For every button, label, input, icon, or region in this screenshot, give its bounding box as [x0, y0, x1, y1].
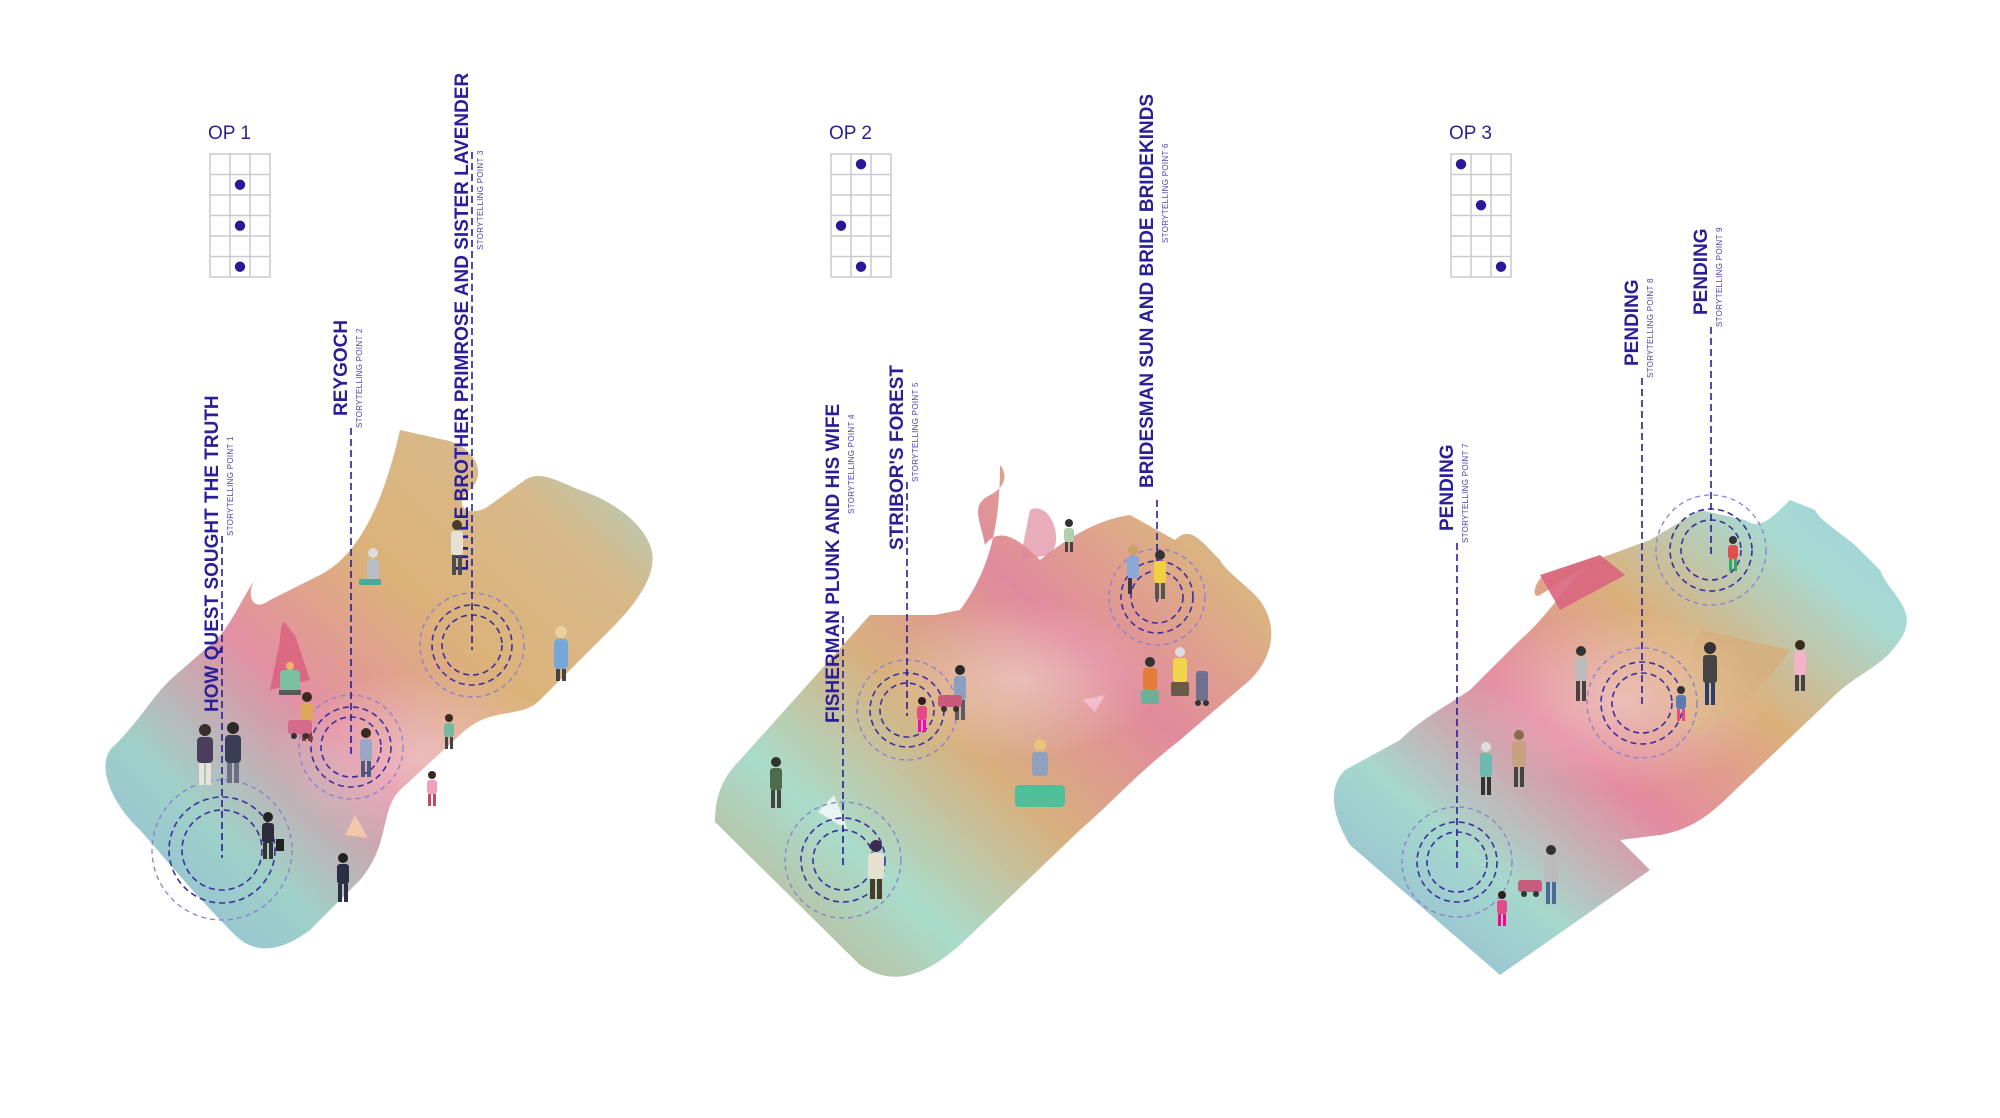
option-2-fold-small — [818, 795, 848, 830]
grid-selection-dot — [855, 261, 867, 272]
person-figure — [337, 853, 349, 902]
option-1-point-1-rings — [151, 779, 293, 921]
person-figure — [1127, 545, 1139, 594]
option-1-point-1-subtitle: STORYTELLING POINT 1 — [226, 436, 235, 536]
person-figure — [1141, 657, 1159, 704]
option-3-label: OP 3 — [1449, 123, 1492, 144]
grid-selection-dot — [234, 261, 246, 272]
option-3-fold — [1540, 555, 1625, 610]
person-figure — [1171, 647, 1189, 696]
person-figure — [1518, 880, 1542, 897]
option-3-point-9-title: PENDING — [1691, 228, 1712, 315]
option-1-point-3-title: LITTLE BROTHER PRIMROSE AND SISTER LAVEN… — [452, 72, 473, 571]
option-1-glow — [270, 670, 570, 850]
person-figure — [554, 626, 568, 681]
person-figure — [1794, 640, 1806, 691]
option-2-glow — [880, 600, 1160, 760]
person-figure — [1064, 519, 1074, 552]
person-figure — [1480, 742, 1492, 795]
option-1: OP 1 HOW QUEST SOUGHT THE TRUTH STORYTEL… — [105, 72, 653, 949]
grid-selection-dot — [835, 220, 847, 231]
grid-selection-dot — [234, 179, 246, 190]
option-2-point-4-title: FISHERMAN PLUNK AND HIS WIFE — [823, 404, 844, 723]
person-figure — [359, 548, 381, 585]
person-figure — [1015, 739, 1065, 807]
option-3-point-9-subtitle: STORYTELLING POINT 9 — [1715, 227, 1724, 327]
option-2: OP 2 FISHERMAN PLUNK AND HIS WIFE STORYT… — [715, 94, 1272, 977]
option-3: OP 3 PENDING STORYTELLING POINT 7 PENDIN… — [1333, 123, 1907, 975]
option-3-point-8-subtitle: STORYTELLING POINT 8 — [1646, 278, 1655, 378]
grid-selection-dot — [1475, 200, 1487, 211]
person-figure — [1676, 686, 1686, 721]
person-figure — [427, 771, 437, 806]
option-3-glow — [1470, 610, 1770, 790]
option-3-point-7-title: PENDING — [1437, 444, 1458, 531]
grid-selection-dot — [234, 220, 246, 231]
option-1-point-2-title: REYGOCH — [331, 320, 352, 416]
person-figure — [444, 714, 454, 749]
option-2-point-6-title: BRIDESMAN SUN AND BRIDE BRIDEKINDS — [1137, 94, 1158, 488]
option-3-grid — [1450, 153, 1512, 278]
option-3-point-7-subtitle: STORYTELLING POINT 7 — [1461, 443, 1470, 543]
option-1-point-2-subtitle: STORYTELLING POINT 2 — [355, 328, 364, 428]
option-1-point-3-subtitle: STORYTELLING POINT 3 — [476, 150, 485, 250]
person-figure — [770, 757, 782, 808]
option-2-people — [770, 519, 1209, 899]
option-1-grid — [209, 153, 271, 278]
person-figure — [1575, 646, 1587, 701]
person-figure — [1512, 730, 1526, 787]
option-2-point-4-subtitle: STORYTELLING POINT 4 — [847, 414, 856, 514]
option-1-people — [197, 520, 568, 902]
option-2-point-5-subtitle: STORYTELLING POINT 5 — [911, 382, 920, 482]
person-figure — [1497, 891, 1507, 926]
person-figure — [262, 812, 284, 859]
person-figure — [1728, 536, 1738, 571]
option-1-fold — [270, 622, 310, 690]
option-2-point-6-subtitle: STORYTELLING POINT 6 — [1161, 143, 1170, 243]
grid-selection-dot — [1495, 261, 1507, 272]
person-figure — [288, 720, 312, 739]
person-figure — [360, 728, 372, 777]
option-1-point-1-title: HOW QUEST SOUGHT THE TRUTH — [202, 395, 223, 712]
person-figure — [1195, 671, 1209, 706]
option-2-grid — [830, 153, 892, 278]
person-figure — [451, 520, 463, 575]
option-2-fold — [1020, 508, 1057, 560]
person-figure — [1703, 642, 1717, 705]
option-2-label: OP 2 — [829, 123, 872, 144]
option-2-point-5-title: STRIBOR'S FOREST — [887, 365, 908, 550]
person-figure — [917, 697, 927, 732]
person-figure — [197, 724, 213, 785]
grid-selection-dot — [1455, 159, 1467, 170]
person-figure — [225, 722, 241, 783]
person-figure — [1154, 550, 1166, 599]
person-figure — [868, 840, 884, 899]
person-figure — [938, 695, 962, 712]
grid-selection-dot — [855, 159, 867, 170]
option-3-people — [1480, 536, 1806, 926]
person-figure — [279, 662, 301, 695]
option-1-label: OP 1 — [208, 123, 251, 144]
option-3-point-8-title: PENDING — [1622, 279, 1643, 366]
person-figure — [1544, 845, 1558, 904]
